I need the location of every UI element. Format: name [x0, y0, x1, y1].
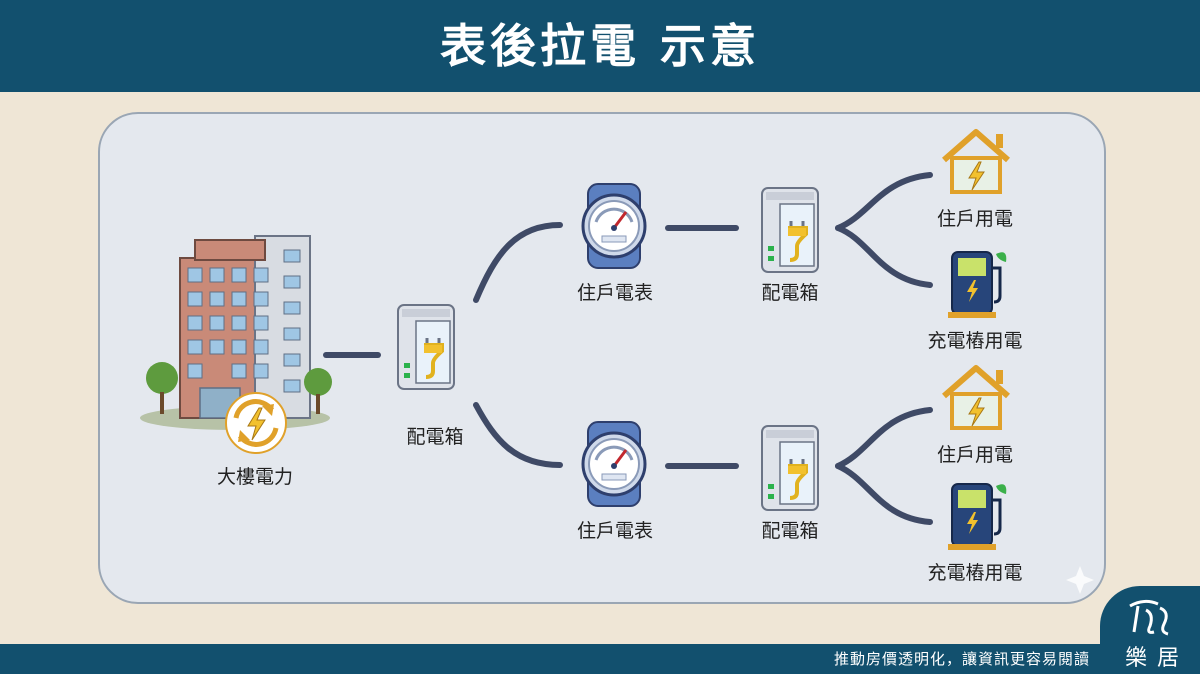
branch1-ev-charger-icon [946, 250, 1008, 320]
branch2-meter-label: 住戶電表 [576, 520, 653, 542]
branch1-output2-label: 充電樁用電 [927, 330, 1023, 352]
page-title: 表後拉電 示意 [439, 19, 760, 73]
footer-bar: 推動房價透明化，讓資訊更容易閱讀 [0, 644, 1200, 674]
branch1-meter-label: 住戶電表 [576, 282, 653, 304]
branch2-output1-label: 住戶用電 [936, 444, 1013, 466]
power-cycle-icon [225, 392, 287, 454]
connection-lines [323, 172, 933, 525]
branch2-meter-icon [581, 420, 647, 508]
branch1-output1-label: 住戶用電 [936, 208, 1013, 230]
main-box-label: 配電箱 [406, 426, 464, 448]
branch1-house-lightning-icon [944, 132, 1008, 192]
sparkle-icon [1066, 566, 1094, 594]
header-bar [0, 0, 1200, 92]
branch1-meter-icon [581, 182, 647, 270]
branch1-box-label: 配電箱 [761, 282, 819, 304]
footer-slogan: 推動房價透明化，讓資訊更容易閱讀 [833, 650, 1090, 668]
branch2-distribution-box-icon [760, 424, 820, 512]
building-label: 大樓電力 [216, 466, 293, 488]
branch2-output2-label: 充電樁用電 [927, 562, 1023, 584]
brand-name: 樂居 [1124, 646, 1189, 671]
branch2-ev-charger-icon [946, 482, 1008, 552]
main-distribution-box-icon [396, 303, 456, 391]
brand-logo-icon [1129, 599, 1169, 636]
branch2-box-label: 配電箱 [761, 520, 819, 542]
branch1-distribution-box-icon [760, 186, 820, 274]
branch2-house-lightning-icon [944, 368, 1008, 428]
